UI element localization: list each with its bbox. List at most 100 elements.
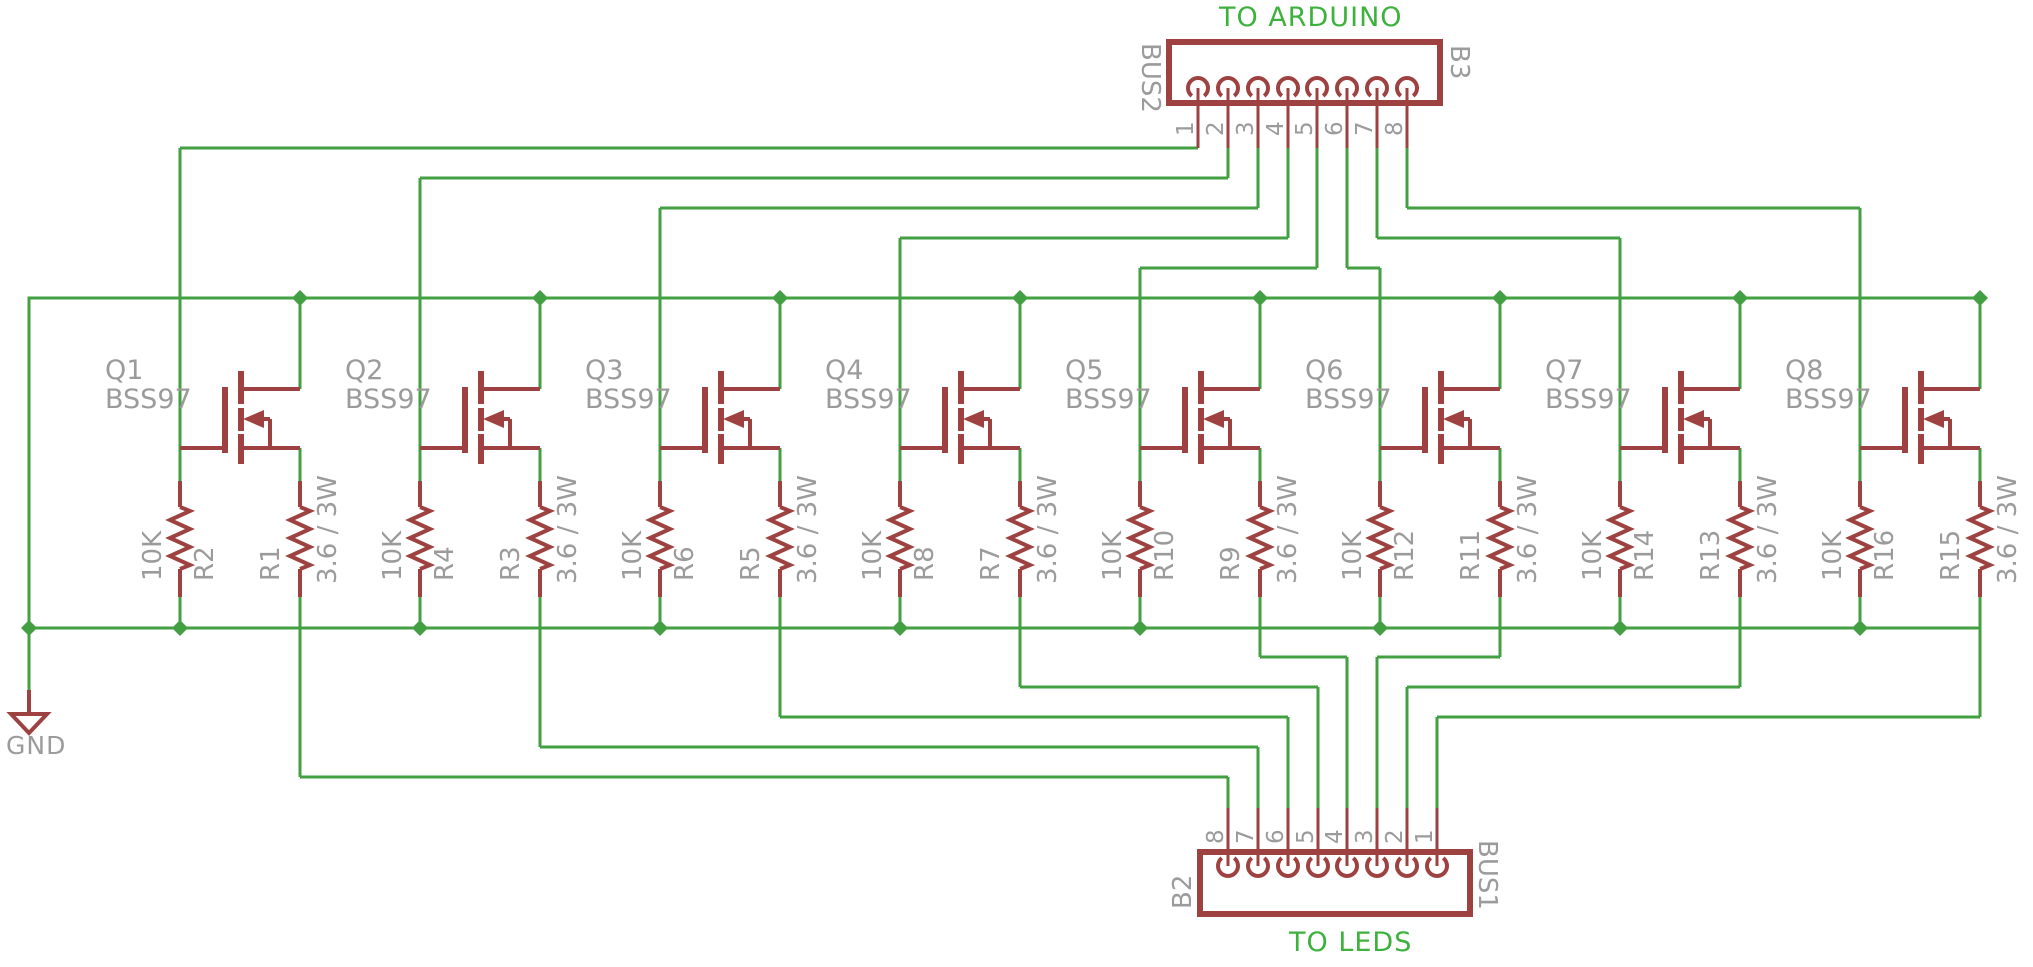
resistor-zigzag: [1605, 505, 1636, 571]
series-resistor-name: R3: [496, 546, 526, 581]
junction-dot: [1972, 290, 1988, 306]
transistor-name: Q5: [1065, 355, 1104, 386]
transistor-part-number: BSS97: [1545, 384, 1632, 415]
bottom-connector-bus-label: BUS1: [1472, 840, 1502, 910]
resistor-R12[interactable]: [1365, 481, 1396, 597]
body-arrow-icon: [1443, 410, 1464, 428]
series-resistor-name: R9: [1216, 546, 1246, 581]
series-resistor-name: R15: [1936, 529, 1966, 581]
resistor-R10[interactable]: [1125, 481, 1156, 597]
resistor-R1[interactable]: [285, 481, 316, 597]
transistor-part-number: BSS97: [825, 384, 912, 415]
resistor-R3[interactable]: [525, 481, 556, 597]
transistor-part-number: BSS97: [345, 384, 432, 415]
resistor-zigzag: [165, 505, 196, 571]
junction-dot: [172, 620, 188, 636]
resistor-R13[interactable]: [1725, 481, 1756, 597]
transistor-name: Q7: [1545, 355, 1584, 386]
pulldown-resistor-value: 10K: [1818, 530, 1848, 581]
junction-dot: [1132, 620, 1148, 636]
resistor-R4[interactable]: [405, 481, 436, 597]
series-resistor-name: R5: [736, 546, 766, 581]
bottom-connector[interactable]: [1197, 808, 1473, 917]
transistor-Q5[interactable]: [1140, 371, 1260, 464]
series-resistor-value: 3.6 / 3W: [1273, 475, 1303, 584]
bottom-connector-designator: B2: [1168, 874, 1198, 909]
junction-dot: [292, 290, 308, 306]
gnd-symbol[interactable]: [6, 690, 52, 736]
body-arrow-icon: [723, 410, 744, 428]
transistor-Q1[interactable]: [180, 371, 300, 464]
resistor-R14[interactable]: [1605, 481, 1636, 597]
transistor-name: Q3: [585, 355, 624, 386]
resistor-R16[interactable]: [1845, 481, 1876, 597]
body-arrow-icon: [243, 410, 264, 428]
pin-socket-icon: [1335, 856, 1359, 878]
series-resistor-value: 3.6 / 3W: [553, 475, 583, 584]
pin-number: 3: [1233, 121, 1259, 136]
series-resistor-value: 3.6 / 3W: [1033, 475, 1063, 584]
junction-dot: [1732, 290, 1748, 306]
pin-number: 4: [1263, 121, 1289, 136]
pulldown-resistor-name: R16: [1870, 529, 1900, 581]
pin-socket-icon: [1246, 856, 1270, 878]
pin-socket-icon: [1186, 76, 1210, 98]
resistor-R2[interactable]: [165, 481, 196, 597]
series-resistor-value: 3.6 / 3W: [1753, 475, 1783, 584]
resistor-R8[interactable]: [885, 481, 916, 597]
connector-body: [1166, 39, 1443, 106]
pin-socket-icon: [1216, 76, 1240, 98]
resistor-R7[interactable]: [1005, 481, 1036, 597]
resistor-zigzag: [765, 505, 796, 571]
pulldown-resistor-value: 10K: [1098, 530, 1128, 581]
transistor-part-number: BSS97: [1065, 384, 1152, 415]
pulldown-resistor-name: R12: [1390, 529, 1420, 581]
top-connector[interactable]: [1166, 39, 1443, 148]
series-resistor-value: 3.6 / 3W: [1993, 475, 2023, 584]
gnd-net-wires: [27, 296, 1983, 690]
pin-number: 7: [1233, 829, 1259, 844]
junction-dot: [21, 620, 37, 636]
transistor-Q3[interactable]: [660, 371, 780, 464]
resistor-R6[interactable]: [645, 481, 676, 597]
transistor-Q4[interactable]: [900, 371, 1020, 464]
pulldown-resistor-value: 10K: [378, 530, 408, 581]
pin-number: 1: [1173, 121, 1199, 136]
resistor-zigzag: [1725, 505, 1756, 571]
transistor-name: Q2: [345, 355, 384, 386]
junction-dot: [532, 290, 548, 306]
body-arrow-icon: [483, 410, 504, 428]
junction-dot: [1612, 620, 1628, 636]
resistor-zigzag: [1005, 505, 1036, 571]
body-arrow-icon: [1923, 410, 1944, 428]
resistor-zigzag: [285, 505, 316, 571]
resistor-R5[interactable]: [765, 481, 796, 597]
transistor-name: Q8: [1785, 355, 1824, 386]
transistor-part-number: BSS97: [585, 384, 672, 415]
series-resistor-value: 3.6 / 3W: [793, 475, 823, 584]
transistor-Q8[interactable]: [1860, 371, 1980, 464]
resistor-R15[interactable]: [1965, 481, 1996, 597]
pulldown-resistor-value: 10K: [138, 530, 168, 581]
pin-number: 1: [1412, 829, 1438, 844]
body-arrow-icon: [1203, 410, 1224, 428]
top-connector-bus-label: BUS2: [1135, 43, 1165, 113]
pulldown-resistor-name: R10: [1150, 529, 1180, 581]
resistor-R11[interactable]: [1485, 481, 1516, 597]
pin-number: 4: [1322, 829, 1348, 844]
transistor-Q2[interactable]: [420, 371, 540, 464]
resistor-zigzag: [1245, 505, 1276, 571]
resistor-R9[interactable]: [1245, 481, 1276, 597]
pin-number: 2: [1382, 829, 1408, 844]
pin-number: 6: [1263, 829, 1289, 844]
transistor-Q6[interactable]: [1380, 371, 1500, 464]
pin-socket-icon: [1425, 856, 1449, 878]
series-resistor-name: R11: [1456, 529, 1486, 581]
pulldown-resistor-value: 10K: [618, 530, 648, 581]
pulldown-resistor-name: R4: [430, 546, 460, 581]
junction-dot: [1252, 290, 1268, 306]
junction-dots: [21, 290, 1988, 636]
transistor-Q7[interactable]: [1620, 371, 1740, 464]
